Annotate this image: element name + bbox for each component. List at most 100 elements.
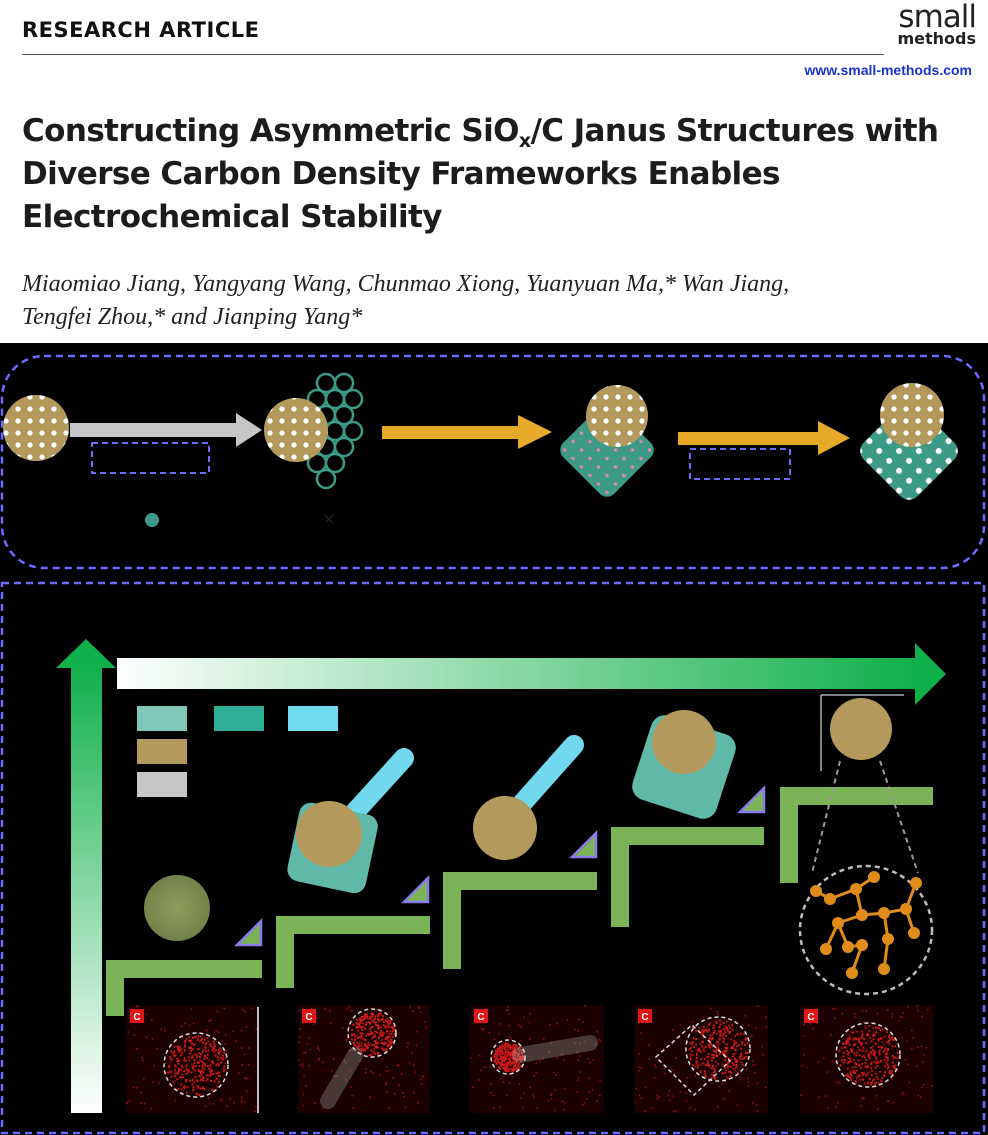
- step-2: [276, 916, 430, 934]
- map-noise-dot: [240, 1047, 243, 1049]
- map-noise-dot: [498, 1023, 501, 1025]
- map-noise-dot: [385, 1083, 387, 1086]
- element-badge: [130, 1009, 144, 1023]
- map-noise-dot: [507, 1009, 510, 1011]
- map-noise-dot: [576, 1051, 579, 1053]
- carbon-network-zoom: [798, 760, 934, 996]
- journal-url-link[interactable]: www.small-methods.com: [804, 62, 972, 78]
- map-noise-dot: [578, 1018, 580, 1021]
- map-noise-dot: [812, 1028, 814, 1030]
- map-noise-dot: [644, 1086, 647, 1089]
- map-noise-dot: [488, 1032, 491, 1034]
- map-noise-dot: [127, 1031, 129, 1033]
- eds-map-2: C: [298, 1005, 430, 1113]
- map-noise-dot: [243, 1053, 246, 1056]
- map-noise-dot: [498, 1033, 501, 1035]
- map-noise-dot: [533, 1096, 535, 1099]
- map-noise-dot: [299, 1027, 301, 1030]
- gray-process-arrow: [70, 413, 262, 447]
- map-noise-dot: [893, 1056, 896, 1058]
- map-noise-dot: [349, 1069, 351, 1072]
- map-noise-dot: [386, 1066, 388, 1068]
- map-noise-dot: [890, 1077, 893, 1080]
- carbon-signal: [167, 1035, 227, 1097]
- map-noise-dot: [668, 1099, 671, 1101]
- article-title: Constructing Asymmetric SiOx/C Janus Str…: [22, 110, 962, 239]
- map-noise-dot: [242, 1008, 244, 1011]
- map-noise-dot: [208, 1097, 210, 1100]
- map-noise-dot: [508, 1036, 511, 1038]
- map-noise-dot: [302, 1093, 305, 1096]
- map-noise-dot: [734, 1069, 737, 1072]
- map-noise-dot: [887, 1100, 890, 1102]
- article-header: RESEARCH ARTICLE small methods www.small…: [0, 0, 988, 345]
- map-noise-dot: [535, 1071, 538, 1074]
- map-noise-dot: [472, 1086, 474, 1089]
- map-noise-dot: [718, 1086, 721, 1088]
- map-noise-dot: [479, 1069, 482, 1072]
- process-label-box-2: [689, 448, 791, 480]
- map-noise-dot: [556, 1023, 558, 1025]
- map-noise-dot: [756, 1005, 759, 1007]
- map-noise-dot: [402, 1092, 404, 1094]
- map-noise-dot: [691, 1026, 694, 1029]
- map-noise-dot: [146, 1013, 148, 1015]
- map-noise-dot: [250, 1007, 253, 1010]
- map-noise-dot: [523, 1092, 525, 1095]
- map-noise-dot: [709, 1007, 712, 1010]
- map-noise-dot: [412, 1010, 414, 1012]
- map-noise-dot: [528, 1021, 531, 1024]
- map-noise-dot: [350, 1009, 353, 1012]
- map-noise-dot: [640, 1067, 643, 1070]
- map-noise-dot: [554, 1089, 557, 1091]
- map-noise-dot: [561, 1100, 564, 1103]
- map-noise-dot: [385, 1070, 388, 1072]
- map-noise-dot: [181, 1036, 184, 1038]
- map-noise-dot: [599, 1080, 601, 1082]
- map-noise-dot: [506, 1009, 508, 1012]
- map-noise-dot: [400, 1073, 403, 1075]
- map-noise-dot: [220, 1100, 222, 1102]
- map-noise-dot: [703, 1080, 705, 1082]
- map-noise-dot: [923, 1054, 925, 1056]
- map-noise-dot: [199, 1077, 202, 1079]
- map-noise-dot: [587, 1057, 589, 1060]
- map-noise-dot: [764, 1086, 767, 1089]
- map-noise-dot: [691, 1021, 694, 1024]
- particle-outline: [835, 1022, 901, 1088]
- map-noise-dot: [902, 1011, 904, 1014]
- map-noise-dot: [746, 1068, 748, 1071]
- map-noise-dot: [420, 1083, 423, 1085]
- eds-map-1: C: [126, 1005, 258, 1113]
- map-noise-dot: [299, 1064, 302, 1066]
- map-noise-dot: [499, 1106, 501, 1109]
- map-noise-dot: [208, 1020, 210, 1022]
- map-noise-dot: [208, 1102, 211, 1105]
- map-noise-dot: [673, 1072, 676, 1075]
- map-noise-dot: [588, 1077, 590, 1080]
- map-noise-dot: [911, 1029, 913, 1031]
- map-noise-dot: [911, 1047, 913, 1050]
- map-noise-dot: [492, 1094, 495, 1097]
- map-noise-dot: [747, 1081, 750, 1083]
- map-noise-dot: [553, 1071, 555, 1074]
- map-noise-dot: [413, 1091, 415, 1094]
- map-noise-dot: [751, 1060, 754, 1062]
- map-noise-dot: [396, 1064, 399, 1066]
- map-noise-dot: [406, 1046, 409, 1048]
- map-noise-dot: [174, 1099, 177, 1102]
- map-noise-dot: [135, 1086, 138, 1089]
- map-noise-dot: [732, 1053, 735, 1056]
- map-noise-dot: [656, 1094, 659, 1097]
- janus-square-particle-step-4: [632, 710, 736, 819]
- map-noise-dot: [543, 1038, 545, 1040]
- map-noise-dot: [542, 1057, 544, 1060]
- map-noise-dot: [344, 1061, 347, 1064]
- map-noise-dot: [136, 1048, 138, 1050]
- synthesis-panel-border: [0, 354, 986, 570]
- authors-line-1: Miaomiao Jiang, Yangyang Wang, Chunmao X…: [22, 271, 790, 297]
- map-noise-dot: [806, 1066, 809, 1069]
- map-noise-dot: [599, 1094, 601, 1097]
- map-noise-dot: [169, 1061, 171, 1063]
- map-noise-dot: [584, 1005, 586, 1007]
